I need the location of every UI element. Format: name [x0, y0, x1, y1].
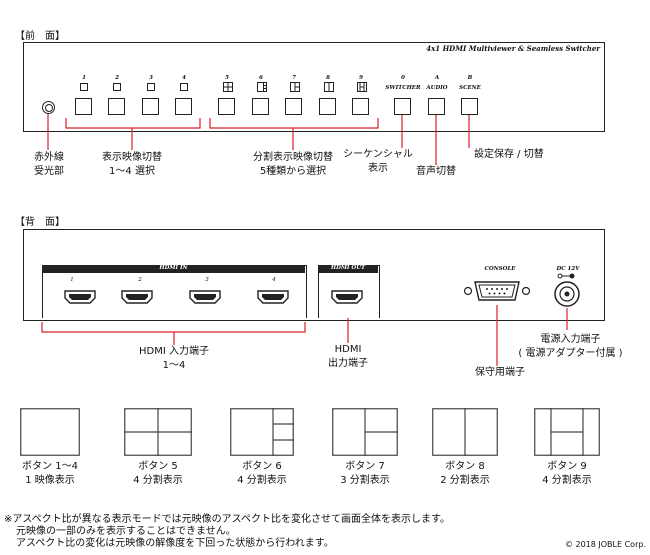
hdmi-in-title: HDMI IN [159, 265, 188, 271]
button-1-number: 1 [82, 75, 86, 81]
back-section-title: 【背 面】 [15, 217, 65, 228]
button-0-number: 0 [401, 75, 405, 81]
button-7-number: 7 [292, 75, 296, 81]
button-4-number: 4 [182, 75, 186, 81]
three-split-icon [290, 82, 300, 92]
hdmi-out-title-bar [318, 265, 378, 273]
dc-title: DC 12V [556, 266, 580, 272]
layout-three-split [332, 408, 398, 456]
layout-single-view [20, 408, 80, 456]
layout-caption-5: ボタン 8 2 分割表示 [440, 461, 490, 486]
button-8-number: 8 [326, 75, 330, 81]
single-view-icon [113, 83, 121, 91]
hdmi-in-4-label: 4 [272, 277, 276, 283]
layout-caption-4: ボタン 7 3 分割表示 [340, 461, 390, 486]
button-3[interactable] [142, 98, 159, 115]
switcher-label: SWITCHER [385, 85, 421, 91]
button-1[interactable] [75, 98, 92, 115]
button-8[interactable] [319, 98, 336, 115]
layout-caption-1: ボタン 1～4 1 映像表示 [22, 461, 78, 486]
scene-annotation: 設定保存 / 切替 [474, 149, 544, 160]
button-a-number: A [434, 75, 440, 81]
hdmi-in-annotation: HDMI 入力端子 1～4 [139, 346, 209, 371]
layout-quad-split [124, 408, 192, 456]
hdmi-port-icon [257, 290, 289, 304]
hdmi-port-icon [64, 290, 96, 304]
main-plus-three-split-icon [257, 82, 267, 92]
four-column-split-icon [357, 82, 367, 92]
note-line-3: アスペクト比の変化は元映像の解像度を下回った状態から行われます。 [16, 538, 334, 549]
scene-label: SCENE [459, 85, 481, 91]
button-5[interactable] [218, 98, 235, 115]
layout-four-column [534, 408, 600, 456]
seamless-annotation: シーケンシャル 表示 [343, 149, 413, 174]
layout-caption-6: ボタン 9 4 分割表示 [542, 461, 592, 486]
dual-split-icon [324, 82, 334, 92]
hdmi-in-3-label: 3 [205, 277, 209, 283]
single-view-icon [147, 83, 155, 91]
hdmi-in-title-bar [42, 265, 305, 273]
serial-port-icon [463, 281, 531, 301]
console-title: CONSOLE [484, 266, 516, 272]
button-9-number: 9 [359, 75, 363, 81]
button-6[interactable] [252, 98, 269, 115]
hdmi-in-1-label: 1 [70, 277, 74, 283]
note-line-1: ※アスペクト比が異なる表示モードでは元映像のアスペクト比を変化させて画面全体を表… [4, 514, 450, 525]
button-6-number: 6 [259, 75, 263, 81]
note-line-2: 元映像の一部のみを表示することはできません。 [16, 526, 236, 537]
button-4[interactable] [175, 98, 192, 115]
split-select-annotation: 分割表示映像切替 5種類から選択 [253, 152, 333, 177]
single-view-icon [80, 83, 88, 91]
layout-caption-2: ボタン 5 4 分割表示 [133, 461, 183, 486]
button-2[interactable] [108, 98, 125, 115]
ir-sensor-inner-icon [45, 104, 53, 112]
scene-button[interactable] [461, 98, 478, 115]
power-annotation: 電源入力端子 ( 電源アダプター付属 ) [518, 334, 623, 359]
hdmi-port-icon [121, 290, 153, 304]
ir-sensor [42, 101, 55, 114]
single-view-icon [180, 83, 188, 91]
hdmi-port-icon [331, 290, 363, 304]
hdmi-port-icon [189, 290, 221, 304]
audio-button[interactable] [428, 98, 445, 115]
button-b-number: B [467, 75, 473, 81]
button-2-number: 2 [115, 75, 119, 81]
layout-caption-3: ボタン 6 4 分割表示 [237, 461, 287, 486]
polarity-icon [557, 273, 575, 279]
layout-dual-split [432, 408, 498, 456]
maintenance-annotation: 保守用端子 [475, 367, 525, 378]
audio-label: AUDIO [426, 85, 448, 91]
copyright: © 2018 JOBLE Corp. [564, 540, 646, 549]
hdmi-in-2-label: 2 [138, 277, 142, 283]
quad-split-icon [223, 82, 233, 92]
button-5-number: 5 [225, 75, 229, 81]
front-section-title: 【前 面】 [15, 31, 65, 42]
front-panel-title: 4x1 HDMI Multiviewer & Seamless Switcher [426, 44, 600, 53]
hdmi-out-title: HDMI OUT [330, 265, 366, 271]
audio-annotation: 音声切替 [416, 166, 456, 177]
button-7[interactable] [285, 98, 302, 115]
button-3-number: 3 [149, 75, 153, 81]
single-select-annotation: 表示映像切替 1～4 選択 [102, 152, 162, 177]
switcher-button[interactable] [394, 98, 411, 115]
button-9[interactable] [352, 98, 369, 115]
layout-main-plus-three [230, 408, 294, 456]
dc-jack-icon [554, 281, 580, 307]
ir-sensor-annotation: 赤外線 受光部 [34, 152, 64, 177]
hdmi-out-annotation: HDMI 出力端子 [328, 344, 368, 369]
